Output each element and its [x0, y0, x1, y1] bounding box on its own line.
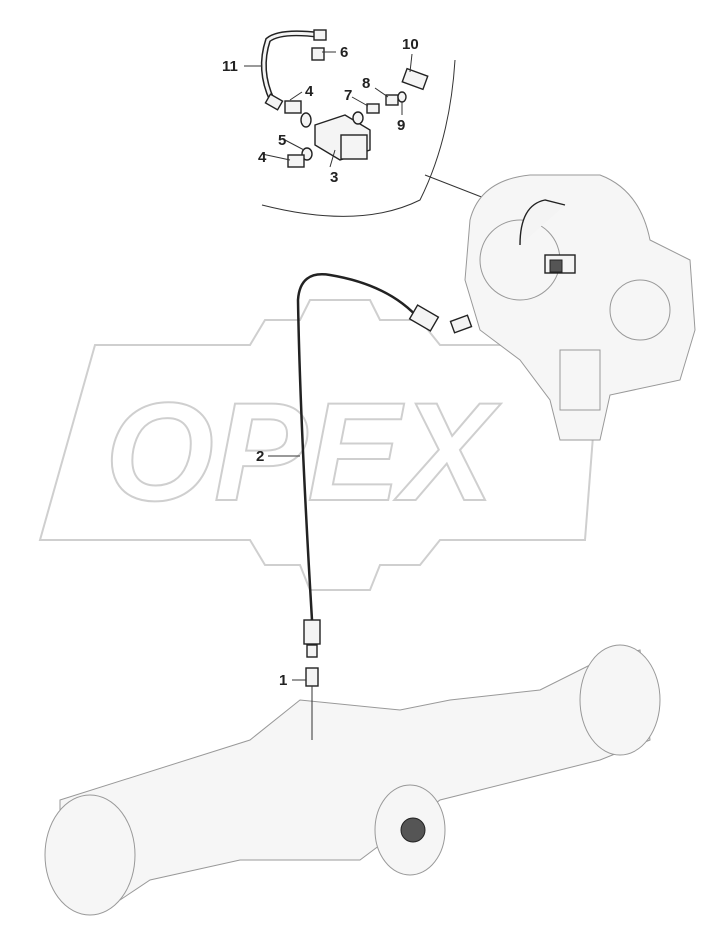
callout-10: 10 [402, 36, 419, 53]
hose [296, 273, 421, 621]
callout-11: 11 [222, 58, 238, 75]
callout-5: 5 [278, 132, 286, 149]
axle [44, 644, 661, 916]
detail-circle [261, 59, 456, 217]
callout-4a: 4 [305, 83, 314, 100]
callout-6: 6 [340, 44, 348, 61]
callout-4b: 4 [258, 149, 267, 166]
callout-1: 1 [279, 672, 287, 689]
callout-8: 8 [362, 75, 370, 92]
callout-9: 9 [397, 117, 405, 134]
callout-3: 3 [330, 169, 338, 186]
transmission [464, 174, 696, 441]
callout-7: 7 [344, 87, 352, 104]
callout-2: 2 [256, 448, 264, 465]
